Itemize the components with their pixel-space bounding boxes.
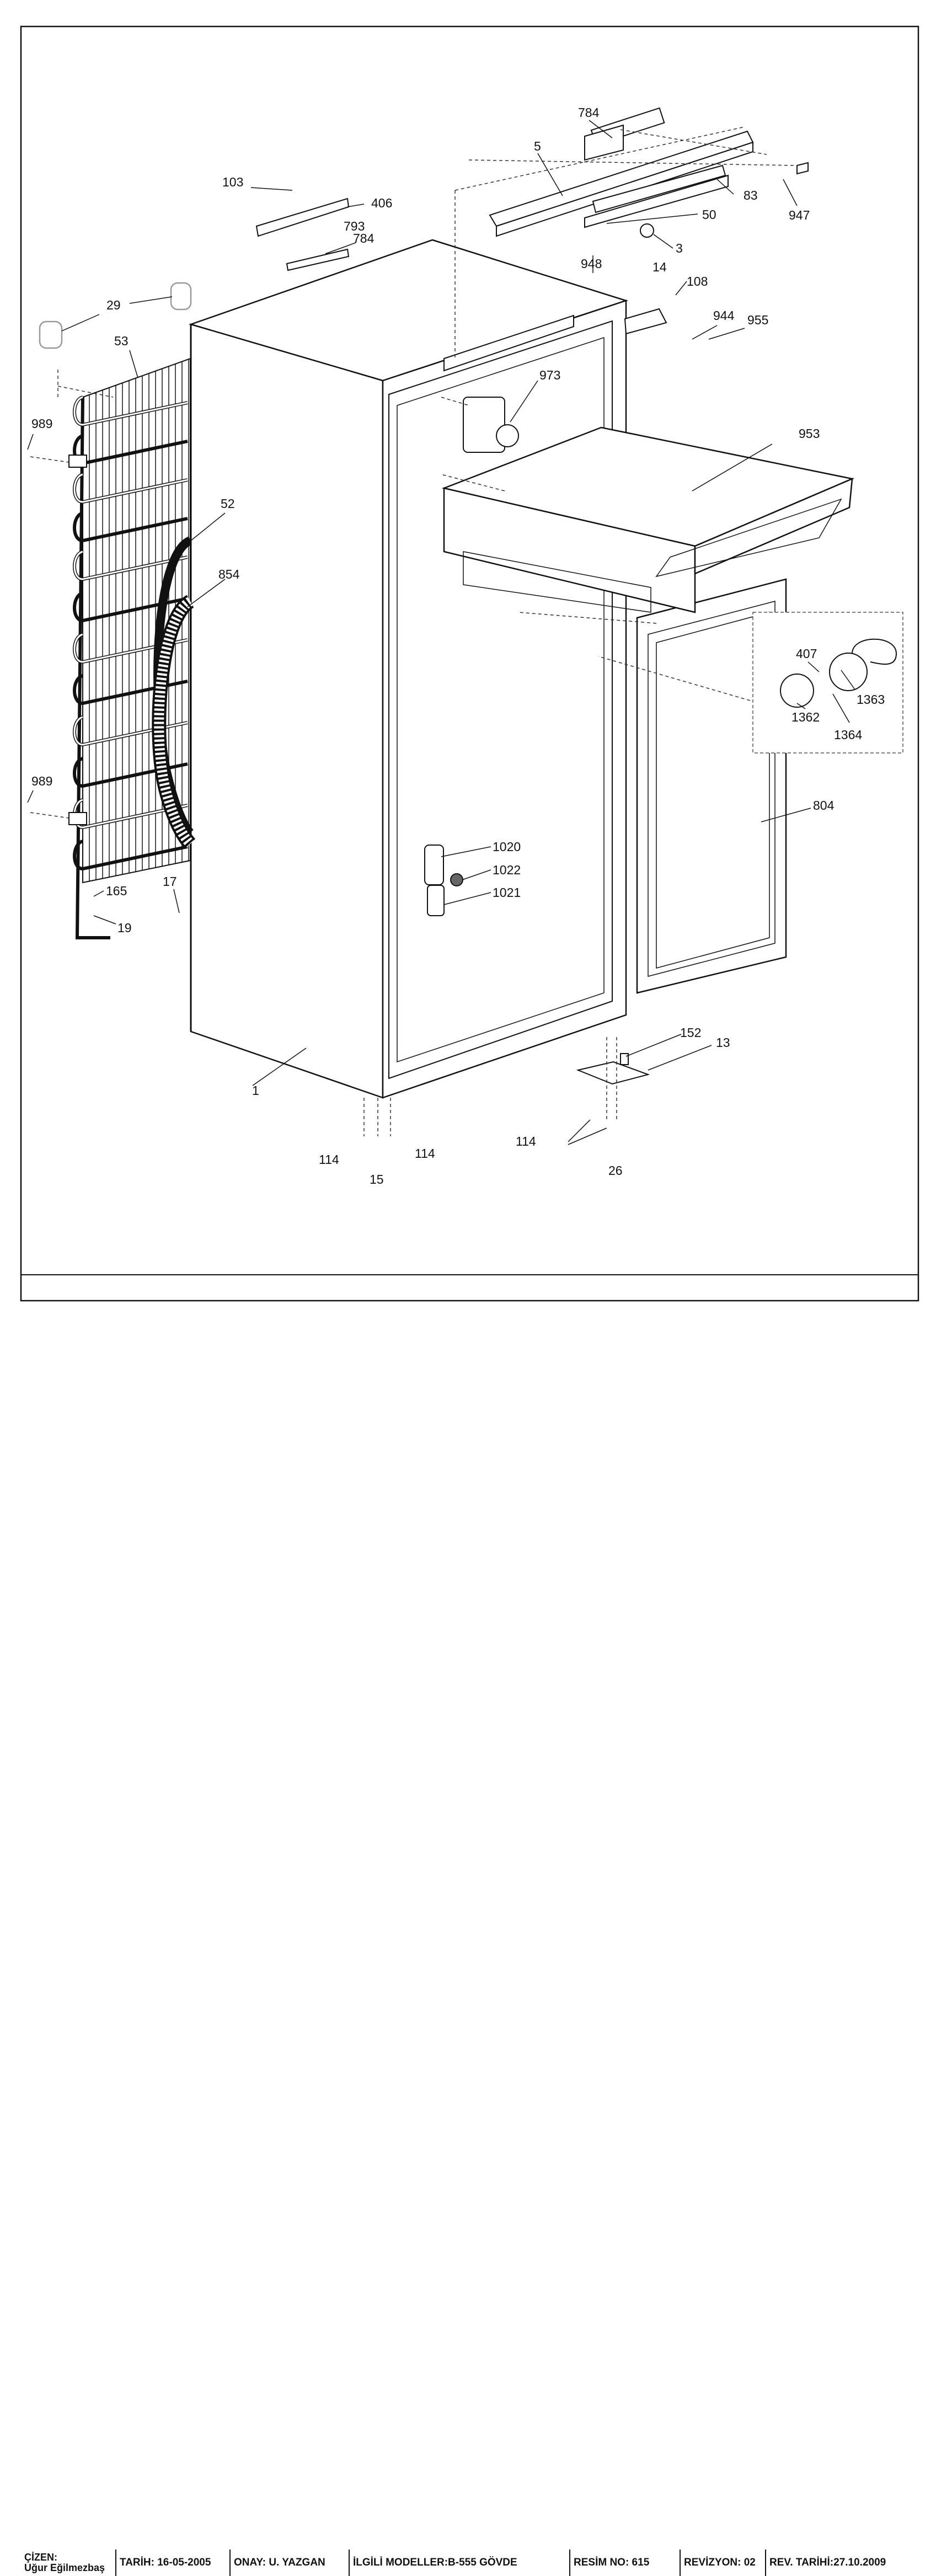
projection-lines (30, 126, 798, 1136)
leader-lines (27, 120, 855, 1145)
label-1022: 1022 (493, 863, 521, 877)
label-1363: 1363 (857, 692, 885, 707)
fan-motor (463, 397, 519, 453)
label-19: 19 (117, 921, 132, 935)
label-3: 3 (676, 241, 683, 255)
label-784b: 784 (353, 231, 375, 245)
tb-cizen-name: Uğur Eğilmezbaş (24, 2562, 105, 2573)
tb-modeller: İLGİLİ MODELLER:B-555 GÖVDE (350, 2550, 570, 2576)
bracket-29 (39, 282, 192, 349)
label-955: 955 (747, 313, 768, 327)
tb-resim-no: RESİM NO: 615 (570, 2550, 681, 2576)
tb-cizen-label: ÇİZEN: (24, 2552, 57, 2563)
label-108: 108 (687, 274, 708, 288)
label-989a: 989 (31, 416, 52, 431)
drawing-frame (20, 25, 919, 1302)
label-17: 17 (163, 874, 177, 889)
label-103: 103 (222, 175, 243, 189)
bottom-hinge (576, 1053, 650, 1085)
door-panel (636, 578, 787, 994)
lamp-parts (780, 638, 897, 708)
title-block: ÇİZEN: Uğur Eğilmezbaş TARİH: 16-05-2005… (21, 1274, 918, 2576)
label-26: 26 (608, 1163, 623, 1178)
label-784a: 784 (578, 105, 600, 120)
tb-cizen: ÇİZEN: Uğur Eğilmezbaş (21, 2550, 116, 2576)
label-947: 947 (789, 208, 810, 222)
lamp-detail-box (752, 612, 903, 753)
tb-rev-tarihi: REV. TARİHİ:27.10.2009 (769, 2557, 886, 2568)
tb-onay: ONAY: U. YAZGAN (231, 2550, 350, 2576)
label-15: 15 (370, 1172, 384, 1187)
drain-parts (424, 845, 463, 916)
label-1: 1 (252, 1083, 259, 1098)
label-152: 152 (680, 1025, 701, 1040)
cabinet-body (188, 239, 629, 1099)
label-114b: 114 (415, 1146, 435, 1161)
label-944: 944 (713, 308, 735, 323)
label-989b: 989 (31, 774, 52, 788)
label-948: 948 (581, 256, 602, 271)
label-165: 165 (106, 884, 127, 898)
condenser-clamps (68, 455, 87, 825)
label-1020: 1020 (493, 840, 521, 854)
label-854: 854 (218, 567, 240, 581)
label-973: 973 (539, 368, 560, 382)
tb-revizyon: REVİZYON: 02 (681, 2550, 766, 2576)
label-13: 13 (716, 1035, 730, 1050)
top-rail-5 (489, 107, 754, 237)
label-407: 407 (796, 646, 817, 661)
label-5: 5 (534, 139, 541, 153)
label-953: 953 (799, 426, 820, 441)
label-29: 29 (106, 298, 121, 312)
tb-tarih: TARİH: 16-05-2005 (116, 2550, 231, 2576)
label-14: 14 (652, 260, 667, 274)
label-793: 793 (344, 219, 365, 233)
part-labels: 784 5 103 406 793 784 83 50 947 3 948 14… (31, 105, 885, 1187)
label-406: 406 (371, 196, 392, 210)
exploded-parts-diagram: 784 5 103 406 793 784 83 50 947 3 948 14… (20, 25, 919, 1302)
label-804: 804 (813, 798, 835, 813)
label-1364: 1364 (834, 728, 862, 742)
small-parts (255, 124, 809, 335)
label-114c: 114 (516, 1134, 536, 1148)
control-box (441, 426, 855, 613)
label-114a: 114 (319, 1152, 339, 1167)
label-52: 52 (221, 496, 235, 511)
label-83: 83 (744, 188, 758, 202)
label-53: 53 (114, 334, 129, 348)
label-1362: 1362 (791, 710, 820, 724)
label-1021: 1021 (493, 885, 521, 900)
label-50: 50 (702, 207, 716, 222)
